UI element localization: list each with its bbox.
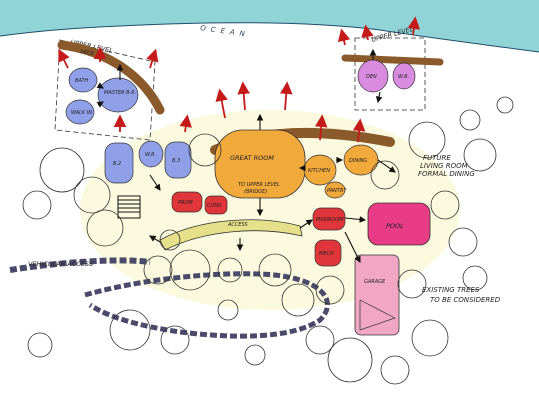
pool-label: POOL <box>386 222 404 230</box>
view-arrows <box>58 16 421 143</box>
access-label: ACCESS <box>227 222 249 228</box>
master-bedroom <box>97 77 139 113</box>
garage-label: GARAGE <box>364 279 386 285</box>
circulation-arrows <box>96 48 396 263</box>
ocean-label: OCEAN <box>200 24 250 39</box>
cons-room <box>204 195 228 215</box>
great-room-label: GREAT ROOM <box>230 154 274 162</box>
mech-room <box>314 239 342 267</box>
ocean-band <box>0 0 539 52</box>
bedroom-3 <box>164 141 192 179</box>
bath-room <box>68 67 98 93</box>
access-path <box>159 219 303 251</box>
mudroom-label: MUDROOM <box>316 217 344 223</box>
kitchen-label: KITCHEN <box>308 168 330 174</box>
washroom-upper <box>392 62 416 90</box>
pantry-label: PANTRY <box>327 188 347 194</box>
garage <box>354 254 400 336</box>
to-upper-level-label: TO UPPER LEVEL <box>238 182 280 188</box>
shoreline <box>0 22 539 53</box>
pool <box>367 202 431 246</box>
upper-level-left-outline <box>54 39 156 141</box>
den-label: DEN <box>366 74 377 80</box>
existing-trees-line2: TO BE CONSIDERED <box>430 296 501 304</box>
walk-in-closet <box>65 99 95 125</box>
b3-label: B.3 <box>172 158 180 164</box>
master-br-label: MASTER B.R. <box>104 90 136 96</box>
pantry <box>324 181 346 199</box>
stair-icon <box>117 195 141 219</box>
existing-trees-line1: EXISTING TREES <box>422 286 480 294</box>
drive-loop <box>84 271 330 339</box>
garage-hatch <box>359 299 396 331</box>
br2-label: B.2 <box>113 161 121 167</box>
future-line3: FORMAL DINING <box>418 170 475 178</box>
upper-level-right-outline <box>354 37 426 111</box>
walk-in-label: WALK IN <box>71 110 92 116</box>
mech-label: MECH <box>319 251 334 257</box>
cons-label: CONS <box>207 203 222 209</box>
deck-right <box>341 54 444 66</box>
mudroom <box>312 207 346 231</box>
bath-label: BATH <box>75 78 89 84</box>
future-line2: LIVING ROOM <box>420 162 468 170</box>
wr-upper-label: W.R. <box>398 74 409 80</box>
dining-label: DINING <box>349 158 367 164</box>
vehicular-access-label: VEHICULAR ACCESS <box>28 260 93 268</box>
prom-room <box>171 191 203 213</box>
deck-left-label: DECK <box>80 49 95 57</box>
existing-trees <box>22 96 514 385</box>
washroom-left <box>138 140 164 168</box>
wr-label: W.R. <box>145 152 156 158</box>
bridge-label: (BRIDGE) <box>244 189 267 195</box>
bedroom-2 <box>104 142 134 184</box>
prom-label: PROM <box>178 200 193 206</box>
future-line1: FUTURE <box>423 154 451 162</box>
